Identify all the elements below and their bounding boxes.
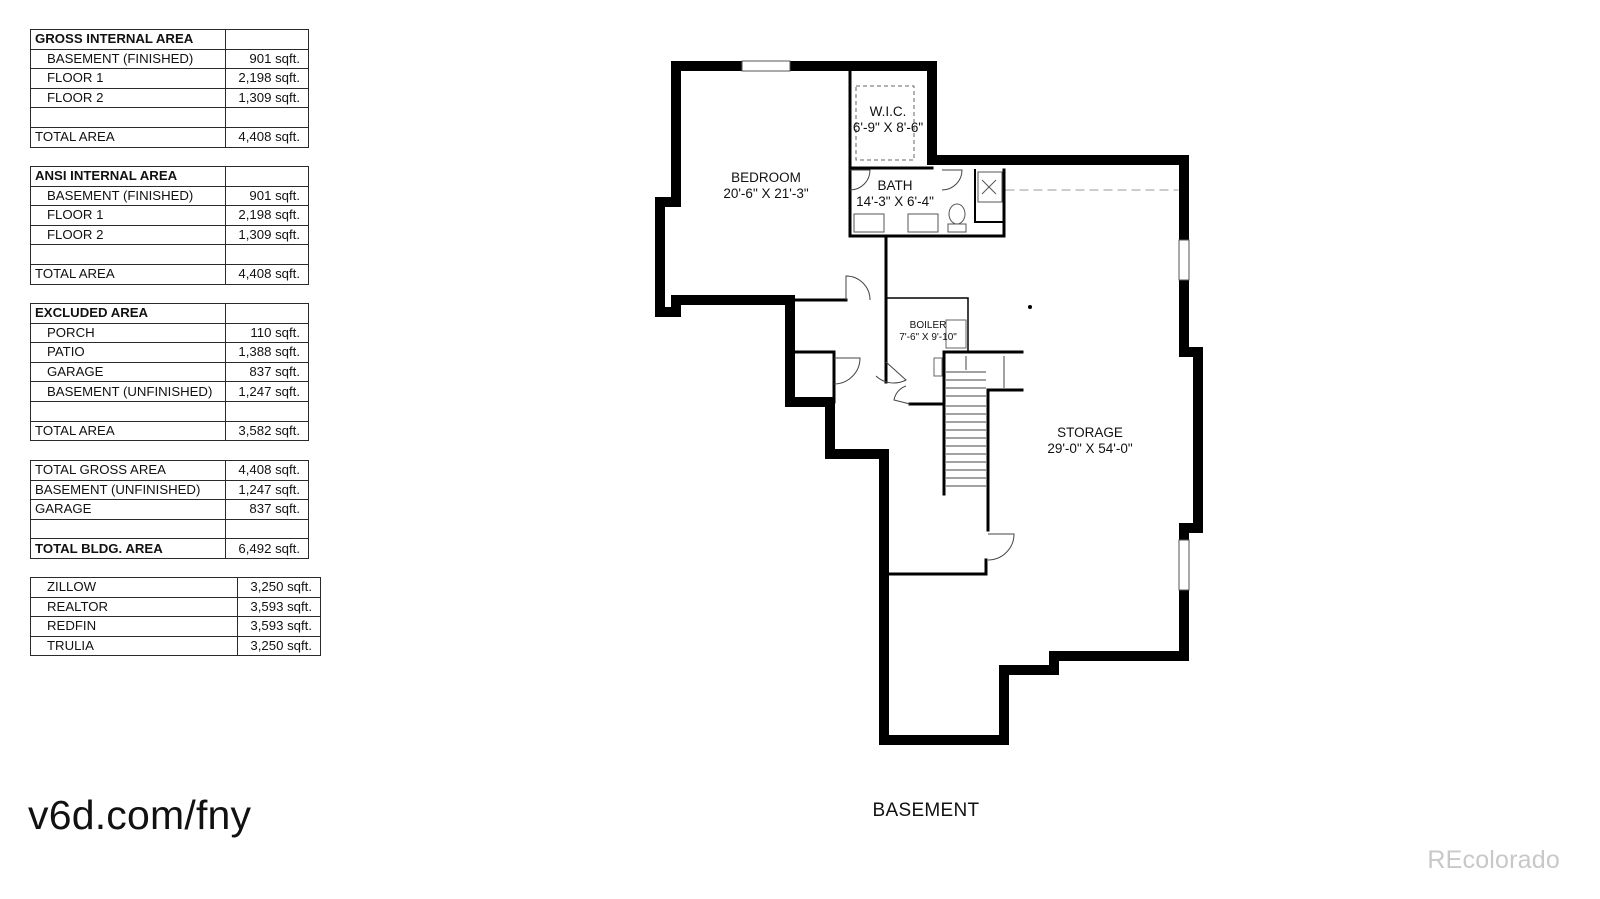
closet-shelves xyxy=(855,85,915,161)
row-value: 1,247 sqft. xyxy=(225,479,309,501)
total-value: 4,408 sqft. xyxy=(225,126,309,148)
total-value: 4,408 sqft. xyxy=(225,263,309,285)
row-value: 3,593 sqft. xyxy=(237,616,321,637)
vanity xyxy=(907,213,939,233)
watermark: REcolorado xyxy=(1427,846,1560,874)
bath-fixtures xyxy=(853,171,1003,233)
floor-drain xyxy=(1028,305,1032,309)
room-name: BATH xyxy=(877,178,913,193)
room-dims: 29'-0" X 54'-0" xyxy=(1047,441,1133,456)
total-label: TOTAL AREA xyxy=(30,263,226,285)
window xyxy=(1178,239,1190,281)
gross-internal-area-table: GROSS INTERNAL AREA BASEMENT (FINISHED) … xyxy=(30,29,309,148)
row-value: 2,198 sqft. xyxy=(225,68,309,89)
row-value: 4,408 sqft. xyxy=(225,460,309,481)
room-dims: 6'-9" X 8'-6" xyxy=(852,120,924,135)
interior-wall xyxy=(885,297,969,353)
total-label: TOTAL AREA xyxy=(30,126,226,148)
table-row: ZILLOW 3,250 sqft. xyxy=(30,577,321,598)
room-label-bath: BATH 14'-3" X 6'-4" xyxy=(846,178,944,210)
interior-wall xyxy=(848,166,1006,238)
table-header-row: ANSI INTERNAL AREA xyxy=(30,166,309,187)
site-url: v6d.com/fny xyxy=(28,792,252,838)
spacer-row xyxy=(30,518,309,540)
room-label-storage: STORAGE 29'-0" X 54'-0" xyxy=(1030,425,1150,457)
stairs xyxy=(946,356,1005,487)
window xyxy=(1178,539,1190,591)
table-header: ANSI INTERNAL AREA xyxy=(30,166,226,187)
row-value: 2,198 sqft. xyxy=(225,205,309,226)
room-dims: 7'-6" X 9'-10" xyxy=(899,332,957,343)
table-row: FLOOR 2 1,309 sqft. xyxy=(30,87,309,109)
total-label: TOTAL AREA xyxy=(30,420,226,442)
table-row: FLOOR 1 2,198 sqft. xyxy=(30,205,309,226)
row-value: 1,388 sqft. xyxy=(225,342,309,363)
floor-title: BASEMENT xyxy=(872,800,980,821)
room-label-boiler: BOILER 7'-6" X 9'-10" xyxy=(892,320,964,344)
table-row: FLOOR 2 1,309 sqft. xyxy=(30,224,309,246)
vanity xyxy=(853,213,885,233)
table-row: PORCH 110 sqft. xyxy=(30,322,309,344)
row-value: 1,309 sqft. xyxy=(225,87,309,109)
boiler-equipment xyxy=(933,319,967,377)
door-swing xyxy=(987,533,1015,561)
door-swing xyxy=(845,275,871,301)
door-swing xyxy=(893,385,911,405)
interior-wall xyxy=(788,350,836,404)
table-row: BASEMENT (FINISHED) 901 sqft. xyxy=(30,48,309,70)
total-label: TOTAL BLDG. AREA xyxy=(30,538,226,559)
toilet xyxy=(948,203,966,225)
door-swing xyxy=(849,169,871,191)
total-value: 6,492 sqft. xyxy=(225,538,309,559)
room-dims: 20'-6" X 21'-3" xyxy=(723,186,809,201)
table-row: FLOOR 1 2,198 sqft. xyxy=(30,68,309,89)
door-swing xyxy=(941,169,963,191)
door-swing xyxy=(833,357,861,385)
table-row: BASEMENT (UNFINISHED) 1,247 sqft. xyxy=(30,479,309,501)
doors xyxy=(833,169,1015,561)
total-row: TOTAL AREA 3,582 sqft. xyxy=(30,420,309,442)
ansi-internal-area-table: ANSI INTERNAL AREA BASEMENT (FINISHED) 9… xyxy=(30,166,309,285)
interior-wall xyxy=(886,558,988,576)
building-summary-table: TOTAL GROSS AREA 4,408 sqft. BASEMENT (U… xyxy=(30,460,309,559)
row-label: BASEMENT (UNFINISHED) xyxy=(30,479,226,501)
toilet-tank xyxy=(947,223,967,233)
room-name: W.I.C. xyxy=(869,104,907,119)
total-row: TOTAL BLDG. AREA 6,492 sqft. xyxy=(30,538,309,559)
total-value: 3,582 sqft. xyxy=(225,420,309,442)
room-name: BOILER xyxy=(909,320,947,331)
room-label-wic: W.I.C. 6'-9" X 8'-6" xyxy=(842,104,934,136)
room-name: BEDROOM xyxy=(731,170,801,185)
row-label: PORCH xyxy=(30,322,226,344)
row-value: 3,250 sqft. xyxy=(237,635,321,657)
room-dims: 14'-3" X 6'-4" xyxy=(856,194,934,209)
exterior-wall xyxy=(655,61,1203,745)
room-name: STORAGE xyxy=(1057,425,1123,440)
total-row: TOTAL AREA 4,408 sqft. xyxy=(30,263,309,285)
total-row: TOTAL AREA 4,408 sqft. xyxy=(30,126,309,148)
table-row: PATIO 1,388 sqft. xyxy=(30,342,309,363)
shower xyxy=(977,171,1003,203)
excluded-area-table: EXCLUDED AREA PORCH 110 sqft. PATIO 1,38… xyxy=(30,303,309,442)
table-header-row: GROSS INTERNAL AREA xyxy=(30,29,309,50)
interior-wall xyxy=(974,169,1005,223)
listing-sites-table: ZILLOW 3,250 sqft. REALTOR 3,593 sqft. R… xyxy=(30,577,321,657)
door-swing xyxy=(875,361,907,384)
table-row: TRULIA 3,250 sqft. xyxy=(30,635,321,657)
window xyxy=(741,60,791,72)
interior-wall xyxy=(908,350,1024,406)
room-label-bedroom: BEDROOM 20'-6" X 21'-3" xyxy=(716,170,816,202)
